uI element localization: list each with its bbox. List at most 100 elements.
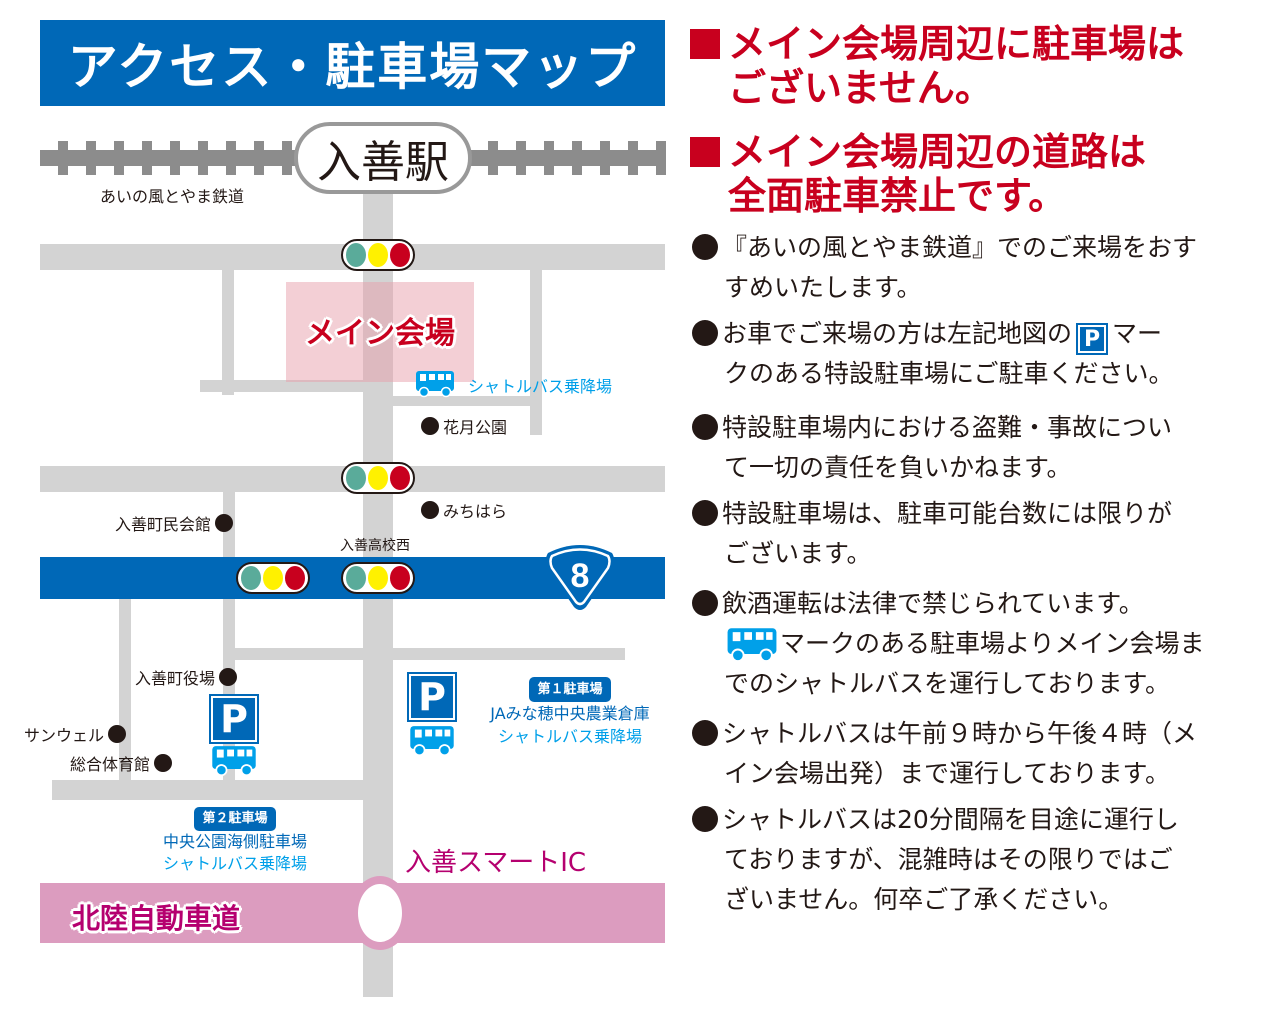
parking-lot-2-name: 中央公園海側駐車場: [162, 832, 307, 851]
note-text: でのシャトルバスを運行しております。: [724, 669, 1171, 698]
railway-tie: [544, 141, 554, 175]
parking-lot-1-name: JAみな穂中央農業倉庫: [490, 704, 650, 723]
note-item: シャトルバスは午前９時から午後４時（メ イン会場出発）まで運行しております。: [692, 714, 1267, 794]
railway-tie: [628, 141, 638, 175]
road-lower-vertical-1: [119, 598, 131, 790]
bullet-icon: [692, 806, 718, 832]
railway-tie: [198, 141, 208, 175]
location-dot-icon: [154, 754, 173, 772]
bus-icon: [727, 628, 777, 663]
road-left-stub: [200, 380, 363, 392]
railway-tie: [488, 141, 498, 175]
landmark-community-hall: 入善町民会館: [115, 511, 234, 535]
road-lower-east: [235, 648, 625, 660]
note-text: ておりますが、混雑時はその限りではご: [724, 845, 1173, 874]
location-dot-icon: [215, 514, 234, 532]
route-8-shield-icon: 8: [546, 545, 614, 610]
railway-tie: [254, 141, 264, 175]
intersection-label: 入善高校西: [340, 538, 410, 554]
road-right-branch: [530, 270, 542, 435]
note-item: シャトルバスは20分間隔を目途に運行し ておりますが、混雑時はその限りではご ざ…: [692, 800, 1267, 920]
note-text: 『あいの風とやま鉄道』でのご来場をおす: [722, 233, 1198, 262]
interchange-label: 入善スマートIC: [405, 848, 587, 878]
main-venue-label: メイン会場: [305, 316, 455, 351]
note-text: すめいたします。: [724, 273, 922, 302]
warning-no-parking: メイン会場周辺に駐車場は ございません。: [690, 22, 1184, 110]
landmark-kagetsu-park: 花月公園: [421, 414, 507, 438]
parking-lot-2-info: 第２駐車場 中央公園海側駐車場 シャトルバス乗降場: [120, 806, 350, 875]
location-dot-icon: [421, 501, 439, 519]
bus-icon: [212, 746, 256, 777]
landmark-label: 総合体育館: [70, 755, 151, 774]
bullet-icon: [692, 414, 718, 440]
railway-tie: [114, 141, 124, 175]
bullet-icon: [692, 234, 718, 260]
bus-icon: [410, 726, 454, 757]
warning-text: メイン会場周辺の道路は: [728, 130, 1147, 174]
note-text: シャトルバスは20分間隔を目途に運行し: [722, 805, 1179, 834]
map-title: アクセス・駐車場マップ: [40, 20, 665, 106]
note-text: ございます。: [724, 539, 872, 568]
note-text: クのある特設駐車場にご駐車ください。: [724, 359, 1174, 388]
location-dot-icon: [219, 668, 238, 686]
landmark-label: 入善町民会館: [115, 515, 212, 534]
parking-lot-1-info: 第１駐車場 JAみな穂中央農業倉庫 シャトルバス乗降場: [460, 676, 680, 748]
railway-tie: [282, 141, 292, 175]
warning-text: ございません。: [728, 66, 993, 110]
route-number: 8: [571, 557, 590, 595]
note-text: 特設駐車場は、駐車可能台数には限りが: [722, 499, 1173, 528]
railway-tie: [170, 141, 180, 175]
landmark-label: みちはら: [443, 502, 508, 521]
railway-tie: [572, 141, 582, 175]
note-item: 飲酒運転は法律で禁じられています。 マークのある駐車場よりメイン会場ま でのシャ…: [692, 584, 1267, 704]
warning-no-street-parking: メイン会場周辺の道路は 全面駐車禁止です。: [690, 130, 1146, 218]
landmark-gymnasium: 総合体育館: [70, 751, 173, 775]
note-item: 特設駐車場内における盗難・事故につい て一切の責任を負いかねます。: [692, 408, 1267, 488]
location-dot-icon: [108, 725, 127, 743]
parking-lot-1-badge: 第１駐車場: [529, 677, 611, 702]
railway-tie: [142, 141, 152, 175]
bullet-icon: [692, 320, 718, 346]
landmark-label: 花月公園: [443, 418, 508, 437]
parking-icon: P: [209, 694, 259, 744]
note-text: 特設駐車場内における盗難・事故につい: [722, 413, 1173, 442]
square-bullet-icon: [690, 29, 720, 59]
road-lower-vertical-2: [223, 598, 235, 790]
bullet-icon: [692, 500, 718, 526]
landmark-label: サンウェル: [24, 726, 105, 745]
note-text: シャトルバスは午前９時から午後４時（メ: [722, 719, 1198, 748]
expressway-label: 北陸自動車道: [72, 902, 241, 935]
note-text: 飲酒運転は法律で禁じられています。: [722, 589, 1144, 618]
parking-icon: P: [1076, 323, 1109, 355]
landmark-label: 入善町役場: [135, 669, 216, 688]
square-bullet-icon: [690, 137, 720, 167]
parking-lot-2-badge: 第２駐車場: [194, 807, 276, 831]
location-dot-icon: [421, 417, 439, 435]
railway-tie: [86, 141, 96, 175]
warning-text: 全面駐車禁止です。: [728, 174, 1067, 218]
note-item: 『あいの風とやま鉄道』でのご来場をおす すめいたします。: [692, 228, 1267, 308]
traffic-signal-icon: [341, 462, 415, 494]
note-text: マークのある駐車場よりメイン会場ま: [780, 629, 1205, 658]
bullet-icon: [692, 590, 718, 616]
road-left-branch: [222, 270, 234, 395]
railway-tie: [58, 141, 68, 175]
station-name: 入善駅: [317, 137, 449, 188]
road-venue-south: [393, 396, 530, 406]
railway-tie: [600, 141, 610, 175]
landmark-sunwell: サンウェル: [24, 722, 127, 746]
main-venue-area: [286, 282, 474, 382]
landmark-michihara: みちはら: [421, 498, 507, 522]
note-text: イン会場出発）まで運行しております。: [724, 759, 1171, 788]
traffic-signal-icon: [236, 562, 310, 594]
warning-text: メイン会場周辺に駐車場は: [728, 22, 1185, 66]
railway-tie: [656, 141, 666, 175]
railway-tie: [226, 141, 236, 175]
station-sign: 入善駅: [294, 122, 472, 194]
parking-lot-1-shuttle: シャトルバス乗降場: [497, 727, 642, 746]
traffic-signal-icon: [341, 239, 415, 271]
landmark-town-hall: 入善町役場: [135, 665, 238, 689]
parking-icon: P: [407, 672, 457, 722]
interchange-icon: [350, 876, 410, 950]
